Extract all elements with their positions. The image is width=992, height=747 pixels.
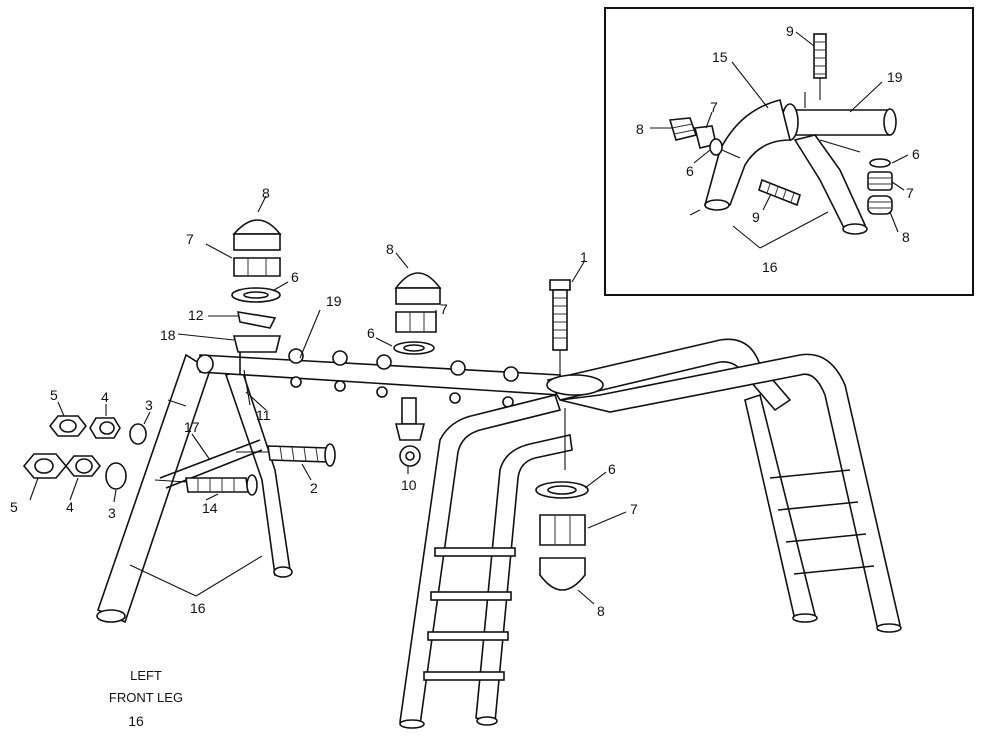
inset-label-8-right: 8 [902,229,910,245]
label-7-b: 7 [440,301,448,317]
label-19: 19 [326,293,342,309]
label-1: 1 [580,249,588,265]
caption-line-1: LEFT [130,668,162,683]
inset-label-8-left: 8 [636,121,644,137]
inset-frame [604,7,974,296]
label-8-b: 8 [386,241,394,257]
label-10: 10 [401,477,417,493]
bolt-1 [549,279,571,380]
label-4-b: 4 [66,499,74,515]
label-17: 17 [184,419,200,435]
label-8-c: 8 [597,603,605,619]
right-lower-hardware [535,481,589,591]
inset-connector-15 [689,92,868,235]
right-swing-frame [399,338,902,729]
label-8-a: 8 [262,185,270,201]
inset-leader-lines [650,31,909,249]
inset-bolt-9-diagonal [758,178,801,207]
label-5-a: 5 [50,387,58,403]
left-nuts-group [22,415,147,490]
inset-label-6-left: 6 [686,163,694,179]
inset-detail: 9 15 19 7 8 6 6 7 8 9 16 [604,7,974,296]
inset-label-9-top: 9 [786,23,794,39]
middle-hardware-stack [393,272,442,355]
inset-label-15: 15 [712,49,728,65]
label-5-b: 5 [10,499,18,515]
inset-label-6-right: 6 [912,146,920,162]
label-2: 2 [310,480,318,496]
label-11: 11 [256,407,271,423]
inset-bolt-9-top [813,33,827,100]
label-3-a: 3 [145,397,153,413]
inset-hardware-right [867,158,893,215]
inset-hardware-left [668,117,741,159]
label-4-a: 4 [101,389,109,405]
inset-label-7-right: 7 [906,185,914,201]
label-7-c: 7 [630,501,638,517]
caption-line-3: 16 [128,713,144,729]
hook-10 [394,397,426,467]
inset-label-19: 19 [887,69,903,85]
label-12: 12 [188,307,204,323]
bolts-2-and-14 [154,443,336,496]
left-hardware-stack [231,219,282,406]
inset-tube-19 [779,103,897,141]
inset-label-16: 16 [762,259,778,275]
label-6-b: 6 [367,325,375,341]
label-14: 14 [202,500,218,516]
label-18: 18 [160,327,176,343]
caption-line-2: FRONT LEG [109,690,183,705]
main-leader-lines [29,195,627,605]
inset-label-9-mid: 9 [752,209,760,225]
label-6-a: 6 [291,269,299,285]
label-16: 16 [190,600,206,616]
label-6-c: 6 [608,461,616,477]
label-7-a: 7 [186,231,194,247]
inset-label-7-left: 7 [710,99,718,115]
label-3-b: 3 [108,505,116,521]
